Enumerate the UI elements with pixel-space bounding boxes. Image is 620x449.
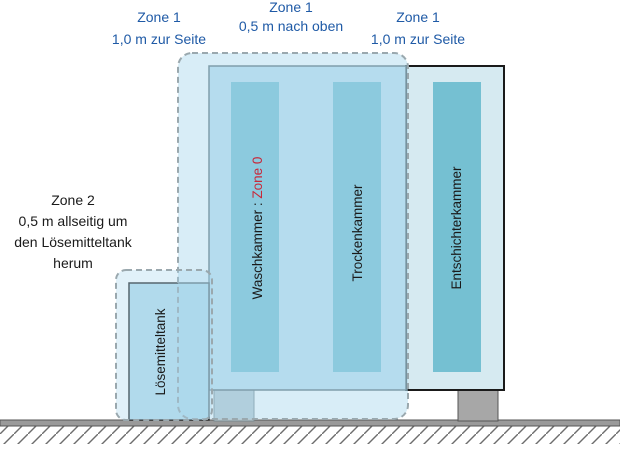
zone1-top-label-line1: Zone 1 [269, 0, 313, 15]
zone1-right-label-line1: Zone 1 [396, 9, 440, 25]
waschkammer-label: Waschkammer : Zone 0 [250, 157, 265, 300]
waschkammer-label-prefix: Waschkammer : [250, 199, 265, 300]
loesemitteltank-body [128, 282, 210, 421]
trockenkammer-panel [333, 82, 381, 372]
machine-foot-right [457, 388, 499, 422]
zone1-right-label-line2: 1,0 m zur Seite [371, 31, 465, 47]
zone0-label: Zone 0 [250, 157, 265, 199]
zone2-label-line3: den Lösemitteltank [14, 234, 133, 250]
zone2-label-line2: 0,5 m allseitig um [19, 213, 128, 229]
zone1-left-label-line1: Zone 1 [137, 9, 181, 25]
entschichterkammer-label: Entschichterkammer [449, 166, 464, 290]
zone2-label-line1: Zone 2 [51, 192, 95, 208]
zone1-area [177, 52, 409, 420]
ground [0, 419, 620, 444]
entschichterkammer-panel [433, 82, 481, 372]
waschkammer-panel [231, 82, 279, 372]
zone2-area [115, 269, 213, 421]
zone2-label-line4: herum [53, 255, 93, 271]
zone1-top-label-line2: 0,5 m nach oben [239, 18, 343, 34]
zone1-left-label-line2: 1,0 m zur Seite [112, 31, 206, 47]
loesemitteltank-label: Lösemitteltank [153, 308, 168, 395]
trockenkammer-label: Trockenkammer [350, 184, 365, 282]
